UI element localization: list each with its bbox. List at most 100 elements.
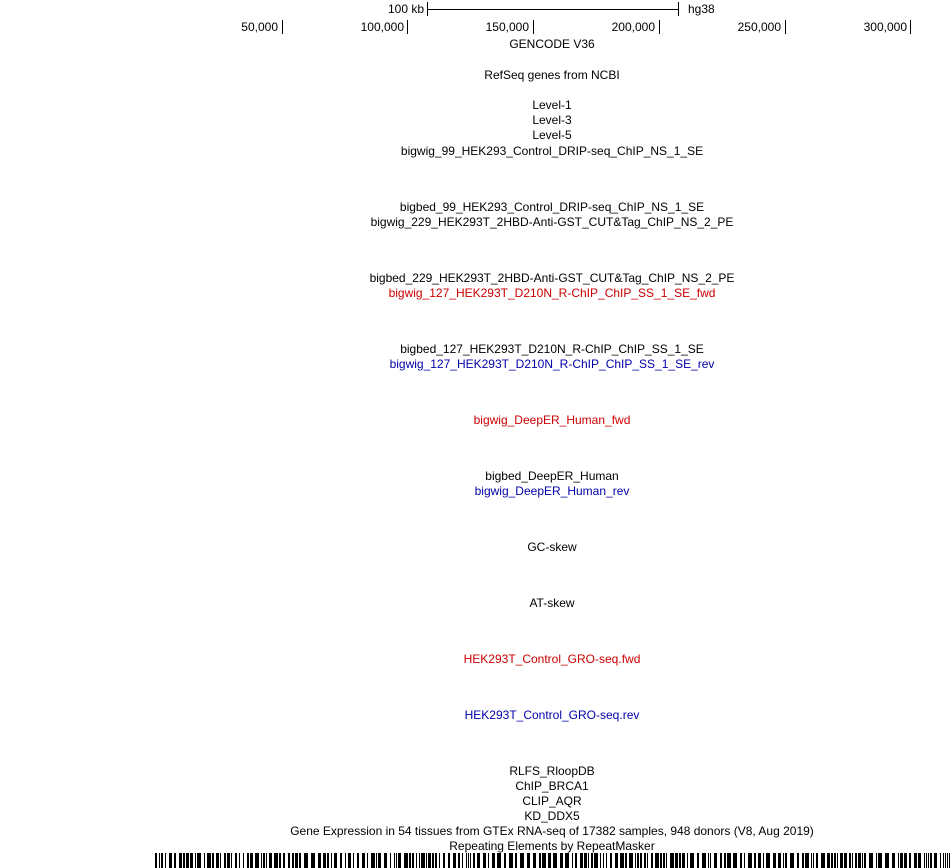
- track-label-bigwig-127-rev[interactable]: bigwig_127_HEK293T_D210N_R-ChIP_ChIP_SS_…: [389, 357, 715, 371]
- repeat-element-block: [527, 853, 530, 868]
- repeat-element-block: [362, 853, 365, 868]
- repeat-element-block: [697, 853, 699, 868]
- scale-bar-right-end: [678, 2, 679, 16]
- repeat-element-block: [197, 853, 201, 868]
- repeat-element-block: [930, 853, 932, 868]
- repeat-element-block: [855, 853, 857, 868]
- repeatmasker-density-strip[interactable]: [155, 853, 950, 868]
- track-label-bigbed-229[interactable]: bigbed_229_HEK293T_2HBD-Anti-GST_CUT&Tag…: [369, 271, 735, 285]
- track-label-deeper-rev[interactable]: bigwig_DeepER_Human_rev: [474, 484, 630, 498]
- track-label-rlfs-rloopdb[interactable]: RLFS_RloopDB: [509, 764, 595, 778]
- repeat-element-block: [591, 853, 593, 868]
- repeat-element-block: [660, 853, 662, 868]
- repeat-element-block: [504, 853, 506, 868]
- repeat-element-block: [432, 853, 434, 868]
- repeat-element-block: [625, 853, 627, 868]
- repeat-element-block: [263, 853, 265, 868]
- repeat-element-block: [288, 853, 290, 868]
- repeat-element-block: [748, 853, 752, 868]
- repeat-element-block: [629, 853, 633, 868]
- repeat-element-block: [565, 853, 569, 868]
- repeat-element-block: [575, 853, 577, 868]
- track-label-at-skew[interactable]: AT-skew: [529, 596, 575, 610]
- track-label-deeper-fwd[interactable]: bigwig_DeepER_Human_fwd: [473, 413, 631, 427]
- repeat-element-block: [548, 853, 551, 868]
- repeat-element-block: [834, 853, 836, 868]
- repeat-element-block: [904, 853, 907, 868]
- track-label-gc-skew[interactable]: GC-skew: [527, 540, 577, 554]
- repeat-element-block: [243, 853, 244, 868]
- repeat-element-block: [416, 853, 417, 868]
- repeat-element-block: [943, 853, 944, 868]
- track-label-clip-aqr[interactable]: CLIP_AQR: [522, 794, 582, 808]
- repeat-element-block: [394, 853, 395, 868]
- track-label-gro-seq-fwd[interactable]: HEK293T_Control_GRO-seq.fwd: [463, 652, 641, 666]
- repeat-element-block: [790, 853, 794, 868]
- repeat-element-block: [572, 853, 573, 868]
- track-label-gencode[interactable]: GENCODE V36: [509, 37, 595, 51]
- track-label-refseq[interactable]: RefSeq genes from NCBI: [484, 68, 620, 82]
- track-label-deeper-bigbed[interactable]: bigbed_DeepER_Human: [485, 469, 619, 483]
- ruler-tick-label: 50,000: [241, 20, 278, 34]
- repeat-element-block: [311, 853, 315, 868]
- repeat-element-block: [269, 853, 272, 868]
- repeat-element-block: [869, 853, 873, 868]
- repeat-element-block: [483, 853, 486, 868]
- repeat-element-block: [876, 853, 877, 868]
- repeat-element-block: [426, 853, 427, 868]
- repeat-element-block: [928, 853, 929, 868]
- repeat-element-block: [155, 853, 157, 868]
- repeat-element-block: [724, 853, 726, 868]
- repeat-element-block: [878, 853, 882, 868]
- track-label-gtex[interactable]: Gene Expression in 54 tissues from GTEx …: [290, 824, 814, 838]
- track-label-level-3[interactable]: Level-3: [532, 113, 572, 127]
- track-label-bigwig-127-fwd[interactable]: bigwig_127_HEK293T_D210N_R-ChIP_ChIP_SS_…: [388, 286, 716, 300]
- repeat-element-block: [195, 853, 196, 868]
- repeat-element-block: [492, 853, 495, 868]
- ruler-tick-label: 200,000: [611, 20, 655, 34]
- repeat-element-block: [274, 853, 278, 868]
- track-label-gro-seq-rev[interactable]: HEK293T_Control_GRO-seq.rev: [464, 708, 640, 722]
- repeat-element-block: [744, 853, 745, 868]
- repeat-element-block: [159, 853, 160, 868]
- repeat-element-block: [620, 853, 624, 868]
- track-label-bigwig-229[interactable]: bigwig_229_HEK293T_2HBD-Anti-GST_CUT&Tag…: [370, 215, 734, 229]
- repeat-element-block: [458, 853, 460, 868]
- ruler-tick: [659, 20, 660, 34]
- repeat-element-block: [247, 853, 249, 868]
- repeat-element-block: [224, 853, 226, 868]
- repeat-element-block: [663, 853, 665, 868]
- repeat-element-block: [900, 853, 903, 868]
- repeat-element-block: [914, 853, 917, 868]
- repeat-element-block: [710, 853, 711, 868]
- ruler-tick-label: 100,000: [360, 20, 404, 34]
- repeat-element-block: [892, 853, 895, 868]
- repeat-element-block: [885, 853, 889, 868]
- repeat-element-block: [227, 853, 230, 868]
- repeat-element-block: [606, 853, 607, 868]
- repeat-element-block: [331, 853, 332, 868]
- track-label-kd-ddx5[interactable]: KD_DDX5: [524, 809, 580, 823]
- repeat-element-block: [702, 853, 706, 868]
- repeat-element-block: [378, 853, 381, 868]
- repeat-element-block: [207, 853, 211, 868]
- repeat-element-block: [926, 853, 927, 868]
- repeat-element-block: [334, 853, 337, 868]
- track-label-level-1[interactable]: Level-1: [532, 98, 572, 112]
- repeat-element-block: [740, 853, 742, 868]
- track-label-bigwig-99[interactable]: bigwig_99_HEK293_Control_DRIP-seq_ChIP_N…: [400, 144, 704, 158]
- repeat-element-block: [304, 853, 308, 868]
- repeat-element-block: [615, 853, 618, 868]
- track-label-bigbed-99[interactable]: bigbed_99_HEK293_Control_DRIP-seq_ChIP_N…: [399, 200, 705, 214]
- repeat-element-block: [295, 853, 298, 868]
- repeat-element-block: [945, 853, 946, 868]
- track-label-chip-brca1[interactable]: ChIP_BRCA1: [515, 779, 589, 793]
- repeat-element-block: [909, 853, 911, 868]
- repeat-element-block: [758, 853, 761, 868]
- track-label-bigbed-127[interactable]: bigbed_127_HEK293T_D210N_R-ChIP_ChIP_SS_…: [400, 342, 704, 356]
- repeat-element-block: [862, 853, 863, 868]
- repeat-element-block: [477, 853, 480, 868]
- track-label-repeatmasker[interactable]: Repeating Elements by RepeatMasker: [449, 839, 655, 853]
- repeat-element-block: [821, 853, 825, 868]
- track-label-level-5[interactable]: Level-5: [532, 128, 572, 142]
